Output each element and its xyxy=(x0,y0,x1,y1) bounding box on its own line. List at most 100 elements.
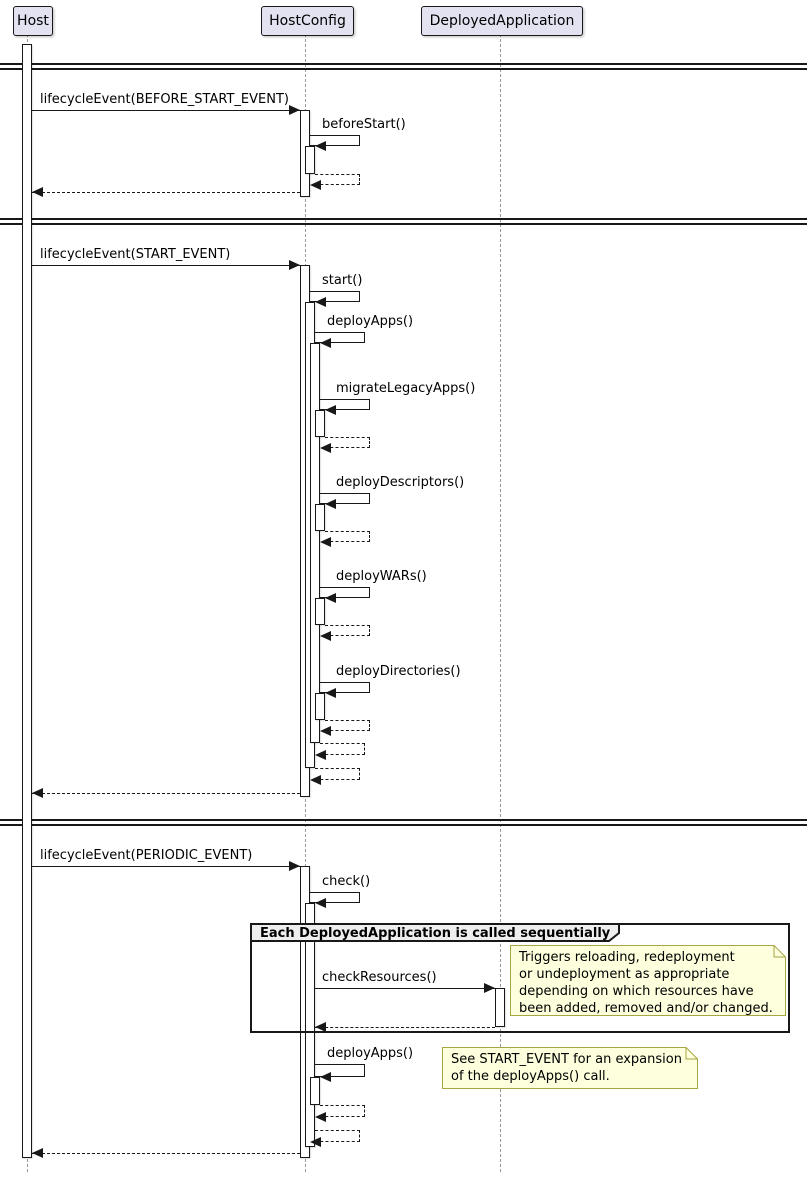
message-deployapps-periodic-arrowhead xyxy=(320,1072,331,1082)
message-migratelegacyapps-label: migrateLegacyApps() xyxy=(336,381,476,396)
message-migratelegacyapps-loop xyxy=(320,399,370,410)
message-deployapps-loop xyxy=(315,332,365,343)
return-deploydescriptors-arrowhead xyxy=(320,537,331,547)
activation-deploydescriptors xyxy=(315,504,325,531)
participant-hostconfig-label: HostConfig xyxy=(269,13,346,29)
divider-start-event-lines xyxy=(0,217,807,225)
return-deploywars-arrowhead xyxy=(320,631,331,641)
return-deployapps-periodic-loop xyxy=(320,1105,365,1117)
return-to-host-arrowhead xyxy=(32,1148,43,1158)
message-lifecycleevent-start-arrowhead xyxy=(289,260,300,270)
message-lifecycleevent-periodic-arrowhead xyxy=(289,861,300,871)
participant-deployedapplication: DeployedApplication xyxy=(421,6,583,36)
activation-migratelegacyapps xyxy=(315,410,325,437)
message-start-label: start() xyxy=(322,273,363,288)
note-deployapps-line-0: See START_EVENT for an expansion xyxy=(451,1052,682,1067)
note-checkresources-text: Triggers reloading, redeployment or undep… xyxy=(519,949,773,1017)
message-lifecycleevent-periodic-label: lifecycleEvent(PERIODIC_EVENT) xyxy=(40,848,253,863)
return-beforestart-arrowhead xyxy=(310,180,321,190)
return-deploydescriptors-loop xyxy=(325,531,370,542)
note-deployapps-shape xyxy=(442,1047,698,1089)
message-deploydescriptors-arrowhead xyxy=(325,499,336,509)
return-deploydirectories-arrowhead xyxy=(320,726,331,736)
participant-deployedapplication-label: DeployedApplication xyxy=(429,13,575,29)
note-checkresources-line-2: depending on which resources have xyxy=(519,984,754,999)
message-start-loop xyxy=(310,291,360,302)
participant-host-label: Host xyxy=(17,13,49,29)
note-checkresources-line-0: Triggers reloading, redeployment xyxy=(519,950,735,965)
message-deploydescriptors-loop xyxy=(320,493,370,504)
return-to-host-line xyxy=(32,1153,300,1154)
message-lifecycleevent-before-start-line xyxy=(32,110,300,111)
activation-deploywars xyxy=(315,598,325,625)
activation-deployapps xyxy=(310,343,320,743)
message-check-loop xyxy=(310,892,360,903)
return-deploydirectories-loop xyxy=(325,720,370,731)
return-beforestart-loop xyxy=(315,174,360,185)
return-check-loop xyxy=(315,1130,360,1142)
participant-host: Host xyxy=(13,6,53,36)
activation-host xyxy=(22,44,32,1158)
activation-deployedapplication xyxy=(495,988,505,1027)
activation-deployapps xyxy=(310,1077,320,1105)
message-checkresources-arrowhead xyxy=(484,983,495,993)
message-migratelegacyapps-arrowhead xyxy=(325,405,336,415)
message-beforestart-loop xyxy=(310,135,360,146)
return-deployapps-periodic-arrowhead xyxy=(315,1112,326,1122)
return-migratelegacyapps-arrowhead xyxy=(320,443,331,453)
return-checkresources-line xyxy=(315,1027,495,1028)
return-start-loop xyxy=(315,768,360,780)
message-deploydirectories-label: deployDirectories() xyxy=(336,664,461,679)
group-frame-sequential-title: Each DeployedApplication is called seque… xyxy=(260,926,611,941)
message-lifecycleevent-start-label: lifecycleEvent(START_EVENT) xyxy=(40,247,231,262)
return-deploywars-loop xyxy=(325,625,370,636)
return-to-host-arrowhead xyxy=(32,187,43,197)
message-check-arrowhead xyxy=(315,898,326,908)
message-deployapps-periodic-label: deployApps() xyxy=(327,1046,414,1061)
message-lifecycleevent-start-line xyxy=(32,265,300,266)
note-deployapps: See START_EVENT for an expansion of the d… xyxy=(442,1047,698,1089)
return-deployapps-loop xyxy=(320,743,365,755)
message-lifecycleevent-before-start-arrowhead xyxy=(289,105,300,115)
message-deploydescriptors-label: deployDescriptors() xyxy=(336,475,465,490)
message-deployapps-label: deployApps() xyxy=(327,314,414,329)
message-lifecycleevent-periodic-line xyxy=(32,866,300,867)
message-lifecycleevent-before-start-label: lifecycleEvent(BEFORE_START_EVENT) xyxy=(40,92,289,107)
message-deploywars-loop xyxy=(320,587,370,598)
return-to-host-arrowhead xyxy=(32,788,43,798)
message-deploywars-arrowhead xyxy=(325,593,336,603)
group-frame-sequential-header xyxy=(250,923,622,948)
return-to-host-line xyxy=(32,192,300,193)
return-start-arrowhead xyxy=(310,775,321,785)
note-deployapps-text: See START_EVENT for an expansion of the d… xyxy=(451,1051,682,1085)
note-checkresources-line-3: been added, removed and/or changed. xyxy=(519,1001,773,1016)
divider-before-start-event-lines xyxy=(0,62,807,70)
divider-periodic-event-lines xyxy=(0,818,807,826)
message-deploywars-label: deployWARs() xyxy=(336,569,427,584)
message-deployapps-periodic-loop xyxy=(315,1064,365,1077)
note-checkresources-line-1: or undeployment as appropriate xyxy=(519,967,730,982)
return-check-arrowhead xyxy=(310,1137,321,1147)
note-checkresources-shape xyxy=(510,945,786,1016)
message-deploydirectories-loop xyxy=(320,682,370,693)
message-deploydirectories-arrowhead xyxy=(325,688,336,698)
message-checkresources-label: checkResources() xyxy=(322,970,437,985)
lifeline-deployedapplication xyxy=(500,34,501,1172)
return-deployapps-arrowhead xyxy=(315,750,326,760)
activation-deploydirectories xyxy=(315,693,325,720)
activation-beforestart xyxy=(305,146,315,174)
return-checkresources-arrowhead xyxy=(315,1022,326,1032)
group-header-shape xyxy=(250,923,620,942)
message-deployapps-arrowhead xyxy=(320,338,331,348)
message-checkresources-line xyxy=(315,988,495,989)
message-beforestart-label: beforeStart() xyxy=(322,117,406,132)
message-beforestart-arrowhead xyxy=(315,141,326,151)
participant-hostconfig: HostConfig xyxy=(261,6,354,36)
message-check-label: check() xyxy=(322,874,371,889)
group-frame-sequential: Each DeployedApplication is called seque… xyxy=(250,923,790,1033)
note-deployapps-line-1: of the deployApps() call. xyxy=(451,1069,610,1084)
message-start-arrowhead xyxy=(315,297,326,307)
return-to-host-line xyxy=(32,793,300,794)
return-migratelegacyapps-loop xyxy=(325,437,370,448)
